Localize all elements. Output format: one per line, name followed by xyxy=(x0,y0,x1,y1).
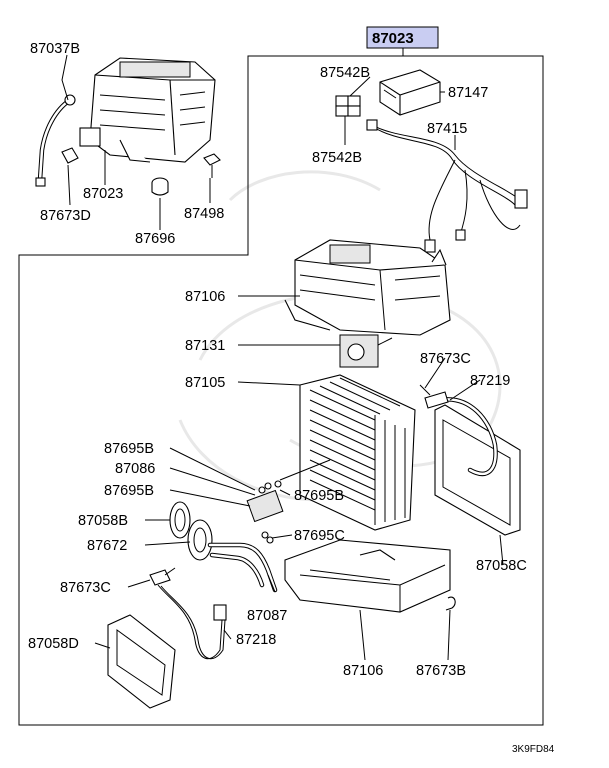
duct-pipe-drawing xyxy=(35,94,76,187)
label-87058c: 87058C xyxy=(476,558,527,574)
label-87695b-1: 87695B xyxy=(104,441,154,457)
label-87673c-right: 87673C xyxy=(420,351,471,367)
label-87131: 87131 xyxy=(185,338,225,354)
pipe-assembly-drawing xyxy=(207,531,278,593)
clip-drawing xyxy=(61,147,79,164)
label-87673b: 87673B xyxy=(416,663,466,679)
label-87106-upper: 87106 xyxy=(185,289,225,305)
label-87219: 87219 xyxy=(470,373,510,389)
labels-center: 87106 87131 87105 87673C 87219 xyxy=(185,289,510,391)
inset-assembly-drawing xyxy=(79,57,216,163)
assembly-number: 87023 xyxy=(372,30,414,47)
lower-case-drawing xyxy=(284,539,451,613)
labels-lower: 87695B 87086 87695B 87695B 87058B 87672 … xyxy=(28,441,527,679)
label-87695b-2: 87695B xyxy=(104,483,154,499)
label-87415: 87415 xyxy=(427,121,467,137)
label-87087: 87087 xyxy=(247,608,287,624)
label-87106-lower: 87106 xyxy=(343,663,383,679)
evaporator-drawing xyxy=(299,374,416,531)
label-87696: 87696 xyxy=(135,231,175,247)
amplifier-drawing xyxy=(379,69,441,116)
wiring-harness-drawing xyxy=(366,119,528,253)
label-87498: 87498 xyxy=(184,206,224,222)
seal-ring-drawing xyxy=(169,501,191,539)
label-87058d: 87058D xyxy=(28,636,79,652)
pipe-grommet-drawing xyxy=(187,519,213,561)
sensor-left-drawing xyxy=(149,567,227,660)
label-87105: 87105 xyxy=(185,375,225,391)
label-87672: 87672 xyxy=(87,538,127,554)
label-87086: 87086 xyxy=(115,461,155,477)
expansion-valve-drawing xyxy=(246,459,331,523)
grommet-drawing xyxy=(151,177,169,196)
labels-top-left: 87037B 87023 87673D 87696 87498 xyxy=(30,41,224,247)
label-87695c: 87695C xyxy=(294,528,345,544)
label-87542b-bottom: 87542B xyxy=(312,150,362,166)
clip-right-drawing xyxy=(445,596,456,611)
label-87058b: 87058B xyxy=(78,513,128,529)
sensor-right-drawing xyxy=(419,384,449,409)
upper-case-drawing xyxy=(284,239,451,336)
label-87673d: 87673D xyxy=(40,208,91,224)
labels-top-right: 87542B 87147 87542B 87415 xyxy=(312,65,488,166)
bolt-drawing xyxy=(203,153,221,178)
seal-frame-left-drawing xyxy=(107,614,176,709)
label-87147: 87147 xyxy=(448,85,488,101)
label-87695b-3: 87695B xyxy=(294,488,344,504)
label-87037b: 87037B xyxy=(30,41,80,57)
leader-lines xyxy=(61,54,504,661)
reference-code: 3K9FD84 xyxy=(512,744,555,755)
seal-frame-right-drawing xyxy=(434,397,521,536)
label-87673c-left: 87673C xyxy=(60,580,111,596)
label-87542b-top: 87542B xyxy=(320,65,370,81)
connector-drawing xyxy=(335,95,361,117)
label-87023: 87023 xyxy=(83,186,123,202)
resistor-drawing xyxy=(339,334,393,368)
label-87218: 87218 xyxy=(236,632,276,648)
